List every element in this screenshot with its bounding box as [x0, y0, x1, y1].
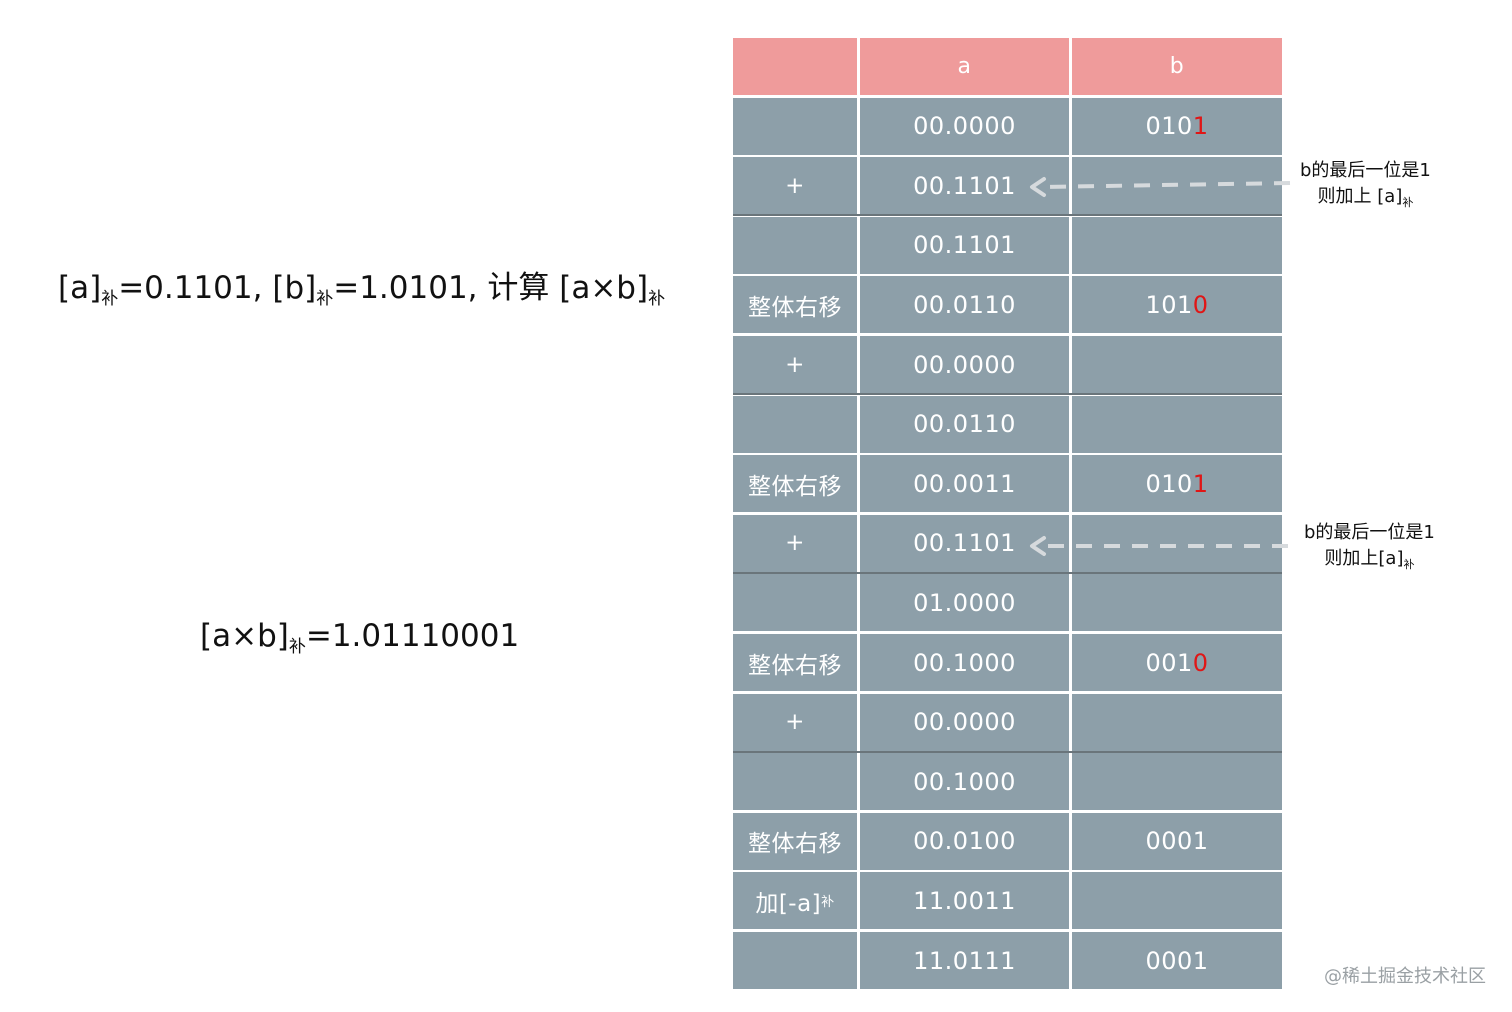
a-value-cell: 01.0000	[860, 574, 1069, 632]
b-value-cell	[1072, 574, 1282, 632]
operation-label: +	[785, 530, 805, 557]
operation-cell: +	[733, 157, 857, 215]
a-value: 00.1000	[913, 648, 1016, 677]
b-last-bit: 1	[1192, 112, 1209, 141]
b-value-cell	[1072, 157, 1282, 215]
operation-cell	[733, 753, 857, 811]
header-cell	[733, 38, 857, 95]
operation-subscript: 补	[821, 895, 835, 911]
watermark: @稀土掘金技术社区	[1324, 966, 1486, 987]
operation-cell	[733, 216, 857, 274]
note-line: 则加上[a]补	[1324, 548, 1415, 571]
operation-cell	[733, 932, 857, 989]
a-value-cell: 00.1101	[860, 157, 1069, 215]
operation-label: +	[785, 351, 805, 378]
a-value: 00.1101	[913, 171, 1016, 200]
b-value: 010	[1145, 112, 1193, 141]
operation-label: 整体右移	[748, 831, 842, 858]
a-value-cell: 00.0011	[860, 455, 1069, 513]
b-value-cell	[1072, 216, 1282, 274]
b-value-cell	[1072, 753, 1282, 811]
operation-cell	[733, 97, 857, 155]
problem-statement: [a]补=0.1101, [b]补=1.0101, 计算 [a×b]补	[58, 270, 666, 309]
operation-label: 加[-a]	[755, 890, 822, 917]
operation-cell: 加[-a]补	[733, 872, 857, 930]
a-value-cell: 00.1101	[860, 514, 1069, 572]
b-value-cell	[1072, 395, 1282, 453]
b-last-bit: 0	[1192, 290, 1209, 319]
a-value: 00.1000	[913, 767, 1016, 796]
operation-label: 整体右移	[748, 652, 842, 679]
b-value: 0001	[1145, 827, 1209, 856]
a-value-cell: 00.1000	[860, 634, 1069, 691]
b-last-bit: 0	[1192, 648, 1209, 677]
header-label: b	[1169, 54, 1185, 79]
operation-label: +	[785, 709, 805, 736]
sum-divider	[733, 571, 1282, 574]
a-value: 01.0000	[913, 588, 1016, 617]
note-line: b的最后一位是1	[1300, 160, 1431, 181]
operation-cell: 整体右移	[733, 634, 857, 691]
sum-divider	[733, 214, 1282, 217]
b-last-bit: 1	[1192, 469, 1209, 498]
operation-cell	[733, 395, 857, 453]
operation-label: +	[785, 172, 805, 199]
b-value-cell	[1072, 336, 1282, 393]
a-value: 00.0110	[913, 290, 1016, 319]
a-value-cell: 00.0000	[860, 693, 1069, 751]
operation-label: 整体右移	[748, 294, 842, 321]
b-value: 0001	[1145, 946, 1209, 975]
a-value: 00.1101	[913, 231, 1016, 260]
a-value: 00.0000	[913, 112, 1016, 141]
b-value-cell	[1072, 693, 1282, 751]
a-value: 11.0011	[913, 886, 1016, 915]
a-value: 11.0111	[913, 946, 1016, 975]
a-value-cell: 00.0000	[860, 97, 1069, 155]
b-value: 001	[1145, 648, 1193, 677]
b-value-cell: 0001	[1072, 932, 1282, 989]
a-value-cell: 00.1000	[860, 753, 1069, 811]
annotation-note-1: b的最后一位是1 则加上 [a]补	[1300, 158, 1431, 216]
header-cell: b	[1072, 38, 1282, 95]
sum-divider	[733, 750, 1282, 753]
a-value-cell: 00.0110	[860, 395, 1069, 453]
operation-cell	[733, 574, 857, 632]
operation-cell: 整体右移	[733, 276, 857, 334]
a-value-cell: 00.1101	[860, 216, 1069, 274]
operation-cell: +	[733, 336, 857, 393]
note-line: b的最后一位是1	[1304, 522, 1435, 543]
annotation-note-2: b的最后一位是1 则加上[a]补	[1304, 520, 1435, 578]
b-value: 010	[1145, 469, 1193, 498]
b-value: 101	[1145, 290, 1193, 319]
operation-cell: +	[733, 693, 857, 751]
a-value: 00.0011	[913, 469, 1016, 498]
operation-cell: 整体右移	[733, 812, 857, 870]
b-value-cell	[1072, 514, 1282, 572]
result-formula: [a×b]补=1.01110001	[200, 618, 520, 657]
header-cell: a	[860, 38, 1069, 95]
a-value: 00.0000	[913, 708, 1016, 737]
a-value-cell: 00.0000	[860, 336, 1069, 393]
sum-divider	[733, 393, 1282, 395]
a-value-cell: 11.0011	[860, 872, 1069, 930]
a-value-cell: 00.0100	[860, 812, 1069, 870]
a-value: 00.0110	[913, 410, 1016, 439]
a-value-cell: 00.0110	[860, 276, 1069, 334]
operation-label: 整体右移	[748, 473, 842, 500]
note-line: 则加上 [a]补	[1317, 186, 1414, 209]
operation-cell: +	[733, 514, 857, 572]
a-value: 00.0000	[913, 350, 1016, 379]
a-value-cell: 11.0111	[860, 932, 1069, 989]
header-label: a	[957, 54, 972, 79]
b-value-cell	[1072, 872, 1282, 930]
b-value-cell: 0001	[1072, 812, 1282, 870]
operation-cell: 整体右移	[733, 455, 857, 513]
a-value: 00.1101	[913, 529, 1016, 558]
a-value: 00.0100	[913, 827, 1016, 856]
